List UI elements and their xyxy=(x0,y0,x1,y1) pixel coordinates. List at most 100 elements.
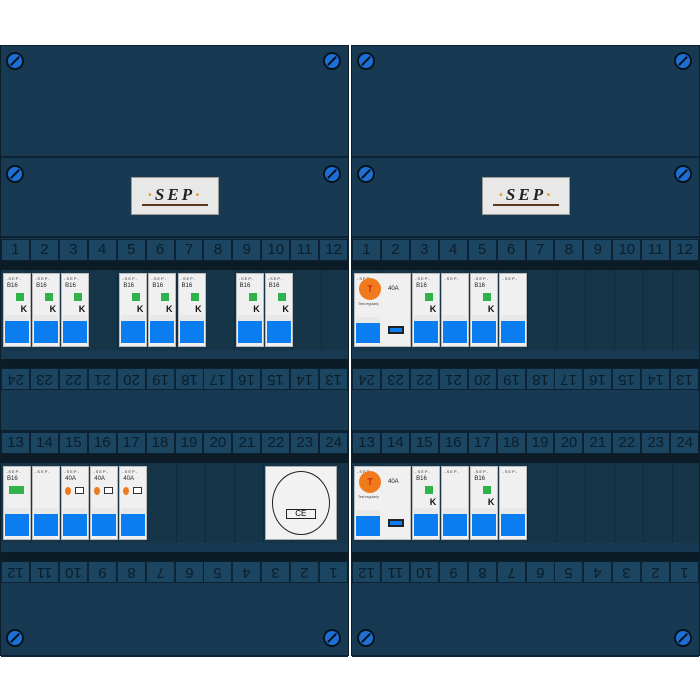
test-button[interactable] xyxy=(65,487,72,495)
ce-mark: CE xyxy=(285,509,316,519)
k-mark: K xyxy=(253,304,260,314)
slot-number: 22 xyxy=(261,432,291,454)
slot-divider xyxy=(117,270,119,350)
toggle-switch[interactable] xyxy=(266,315,291,343)
toggle-switch[interactable] xyxy=(356,510,381,536)
toggle-switch[interactable] xyxy=(92,508,117,536)
neutral-breaker[interactable]: -SEP- xyxy=(441,466,470,540)
test-lever[interactable] xyxy=(388,519,404,527)
status-indicator xyxy=(45,293,54,301)
status-indicator xyxy=(425,486,434,494)
status-indicator xyxy=(16,293,25,301)
toggle-switch[interactable] xyxy=(501,508,526,536)
toggle-switch[interactable] xyxy=(63,508,88,536)
rcbo-breaker[interactable]: -SEP-40A xyxy=(119,466,148,540)
neutral-breaker[interactable]: -SEP- xyxy=(499,466,528,540)
sep-logo: ·SEP· xyxy=(131,177,219,215)
toggle-switch[interactable] xyxy=(443,315,468,343)
slot-number: 18 xyxy=(496,432,526,454)
toggle-switch[interactable] xyxy=(34,508,59,536)
slot-number: 12 xyxy=(352,561,381,583)
slot-number: 2 xyxy=(29,239,59,261)
toggle-switch[interactable] xyxy=(501,315,526,343)
toggle-switch[interactable] xyxy=(63,315,88,343)
toggle-switch[interactable] xyxy=(443,508,468,536)
test-button[interactable] xyxy=(94,487,101,495)
rcbo-breaker[interactable]: -SEP-40A xyxy=(61,466,90,540)
slot-number: 14 xyxy=(641,368,671,390)
test-button[interactable]: T xyxy=(359,471,381,493)
brand-label: -SEP- xyxy=(93,469,109,474)
slot-number: 12 xyxy=(1,561,30,583)
slot-number: 19 xyxy=(525,432,555,454)
slot-number: 17 xyxy=(116,432,146,454)
status-indicator xyxy=(483,293,492,301)
brand-label: -SEP- xyxy=(64,276,80,281)
slot-divider xyxy=(642,270,644,350)
slot-divider xyxy=(204,463,206,543)
divider-bar xyxy=(1,454,348,463)
slot-number: 9 xyxy=(87,561,117,583)
rating-label: 40A xyxy=(388,479,399,485)
slot-number: 18 xyxy=(145,432,175,454)
slot-number: 11 xyxy=(380,561,410,583)
screw-icon xyxy=(6,52,24,70)
toggle-switch[interactable] xyxy=(472,508,497,536)
slot-number: 7 xyxy=(145,561,175,583)
toggle-switch[interactable] xyxy=(414,315,439,343)
rcbo-breaker[interactable]: -SEP- 40A xyxy=(90,466,119,540)
test-button[interactable] xyxy=(123,487,130,495)
toggle-switch[interactable] xyxy=(121,508,146,536)
main-breaker[interactable]: -SEP-B16 xyxy=(3,466,32,540)
slot-divider xyxy=(320,270,322,350)
toggle-switch[interactable] xyxy=(472,315,497,343)
slot-number: 20 xyxy=(203,432,233,454)
slot-number: 12 xyxy=(319,239,349,261)
slot-number: 23 xyxy=(29,368,59,390)
slot-number: 18 xyxy=(174,368,204,390)
test-lever[interactable] xyxy=(388,326,404,334)
slot-number: 22 xyxy=(409,368,439,390)
brand-label: -SEP- xyxy=(502,276,519,281)
toggle-switch[interactable] xyxy=(356,317,381,343)
rating-label: B16 xyxy=(36,283,47,289)
toggle-switch[interactable] xyxy=(414,508,439,536)
toggle-switch[interactable] xyxy=(237,315,262,343)
neutral-breaker[interactable]: -SEP- xyxy=(32,466,61,540)
slot-number: 11 xyxy=(641,239,671,261)
k-mark: K xyxy=(429,497,437,507)
slot-number: 7 xyxy=(496,561,526,583)
toggle-switch[interactable] xyxy=(5,508,30,536)
screw-icon xyxy=(6,165,24,183)
neutral-breaker[interactable]: -SEP- xyxy=(441,273,470,347)
neutral-breaker[interactable]: -SEP- xyxy=(499,273,528,347)
slot-divider xyxy=(584,463,586,543)
k-mark: K xyxy=(49,304,57,314)
bottom-cover xyxy=(1,583,348,657)
status-indicator xyxy=(277,293,286,301)
test-button[interactable]: T xyxy=(359,278,381,300)
toggle-switch[interactable] xyxy=(5,315,30,343)
toggle-switch[interactable] xyxy=(34,315,59,343)
toggle-switch[interactable] xyxy=(121,315,146,343)
rating-label: 40A xyxy=(94,476,105,482)
toggle-switch[interactable] xyxy=(150,315,175,343)
toggle-switch[interactable] xyxy=(179,315,204,343)
